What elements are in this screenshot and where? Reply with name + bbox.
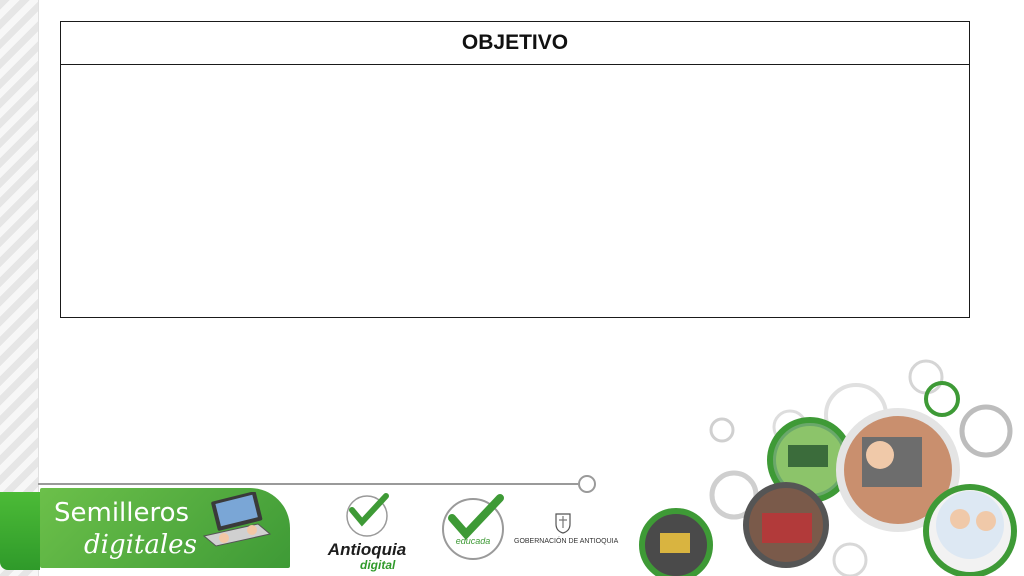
objective-title: OBJETIVO bbox=[61, 22, 969, 65]
digitales-word: digitales bbox=[84, 530, 197, 560]
antioquia-logo-text: Antioquia bbox=[327, 540, 407, 559]
laptop-icon bbox=[202, 492, 272, 547]
footer-divider-dot bbox=[578, 475, 596, 493]
green-side-tab bbox=[0, 492, 40, 570]
antioquia-digital-logo: Antioquia digital bbox=[322, 490, 412, 572]
semilleros-word: Semilleros bbox=[54, 498, 190, 528]
gobernacion-logo: GOBERNACIÓN DE ANTIOQUIA bbox=[514, 512, 618, 552]
objective-content-area[interactable] bbox=[61, 65, 969, 318]
check-badge-icon: educada bbox=[442, 494, 504, 560]
footer-divider bbox=[38, 483, 578, 485]
check-badge-icon bbox=[346, 493, 389, 537]
decorative-side-stripe bbox=[0, 0, 39, 576]
coat-of-arms-icon bbox=[555, 513, 571, 534]
antioquia-la-mas-educada-badge: educada bbox=[438, 492, 508, 562]
semilleros-digitales-logo: Semilleros digitales bbox=[40, 488, 290, 568]
digital-logo-text: digital bbox=[360, 558, 396, 572]
photo-collage-circles bbox=[639, 359, 1017, 576]
svg-text:educada: educada bbox=[456, 536, 491, 546]
gobernacion-text: GOBERNACIÓN DE ANTIOQUIA bbox=[514, 538, 619, 545]
objective-table: OBJETIVO bbox=[60, 21, 970, 318]
